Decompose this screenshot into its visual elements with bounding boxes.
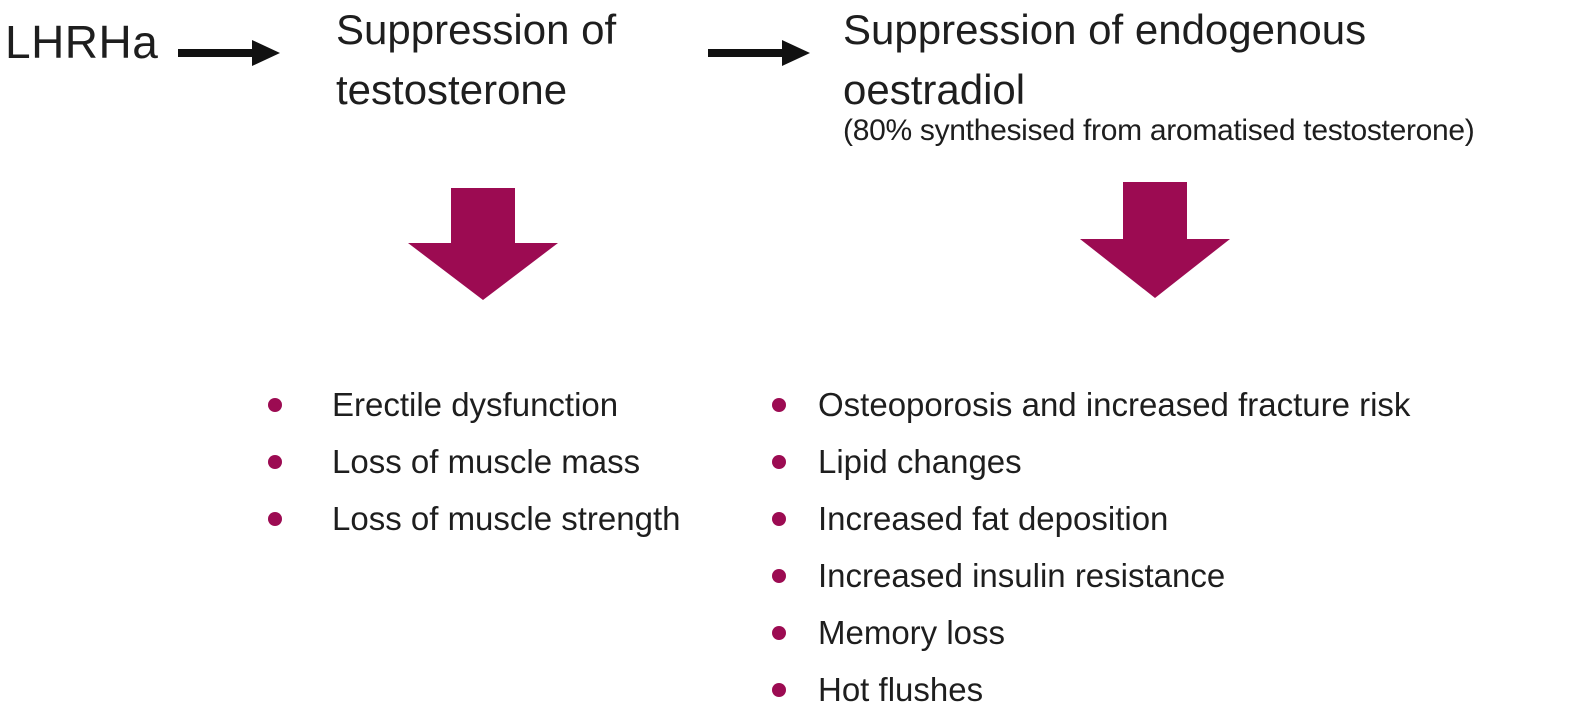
list-item: Increased fat deposition [772, 490, 1410, 547]
list-item-text: Memory loss [818, 614, 1006, 651]
list-item-text: Increased insulin resistance [818, 557, 1226, 594]
list-item: Increased insulin resistance [772, 547, 1410, 604]
bullet-icon [772, 454, 786, 469]
list-item-text: Loss of muscle strength [332, 500, 681, 537]
list-item-text: Hot flushes [818, 671, 984, 708]
list-item-text: Loss of muscle mass [332, 443, 641, 480]
list-item: Memory loss [772, 604, 1410, 661]
bullet-icon [268, 397, 282, 412]
step2-note: (80% synthesised from aromatised testost… [843, 114, 1475, 147]
list-item: Osteoporosis and increased fracture risk [772, 376, 1410, 433]
bullet-icon [772, 568, 786, 583]
testosterone-effects-list: Erectile dysfunction Loss of muscle mass… [268, 376, 681, 547]
bullet-icon [772, 625, 786, 640]
list-item: Hot flushes [772, 661, 1410, 718]
list-item: Loss of muscle strength [268, 490, 681, 547]
right-arrow-icon [178, 40, 280, 66]
bullet-icon [268, 454, 282, 469]
oestradiol-effects-list: Osteoporosis and increased fracture risk… [772, 376, 1410, 718]
bullet-icon [772, 682, 786, 697]
bullet-icon [268, 511, 282, 526]
lhrha-label: LHRHa [5, 16, 159, 68]
step1-title: Suppression of testosterone [336, 6, 617, 113]
list-item-text: Lipid changes [818, 443, 1022, 480]
step2-title: Suppression of endogenous oestradiol [843, 6, 1367, 113]
down-arrow-icon [408, 188, 558, 300]
list-item: Lipid changes [772, 433, 1410, 490]
list-item: Loss of muscle mass [268, 433, 681, 490]
list-item-text: Erectile dysfunction [332, 386, 619, 423]
list-item-text: Osteoporosis and increased fracture risk [818, 386, 1411, 423]
list-item-text: Increased fat deposition [818, 500, 1169, 537]
list-item: Erectile dysfunction [268, 376, 681, 433]
bullet-icon [772, 397, 786, 412]
down-arrow-icon [1080, 182, 1230, 298]
bullet-icon [772, 511, 786, 526]
right-arrow-icon [708, 40, 810, 66]
